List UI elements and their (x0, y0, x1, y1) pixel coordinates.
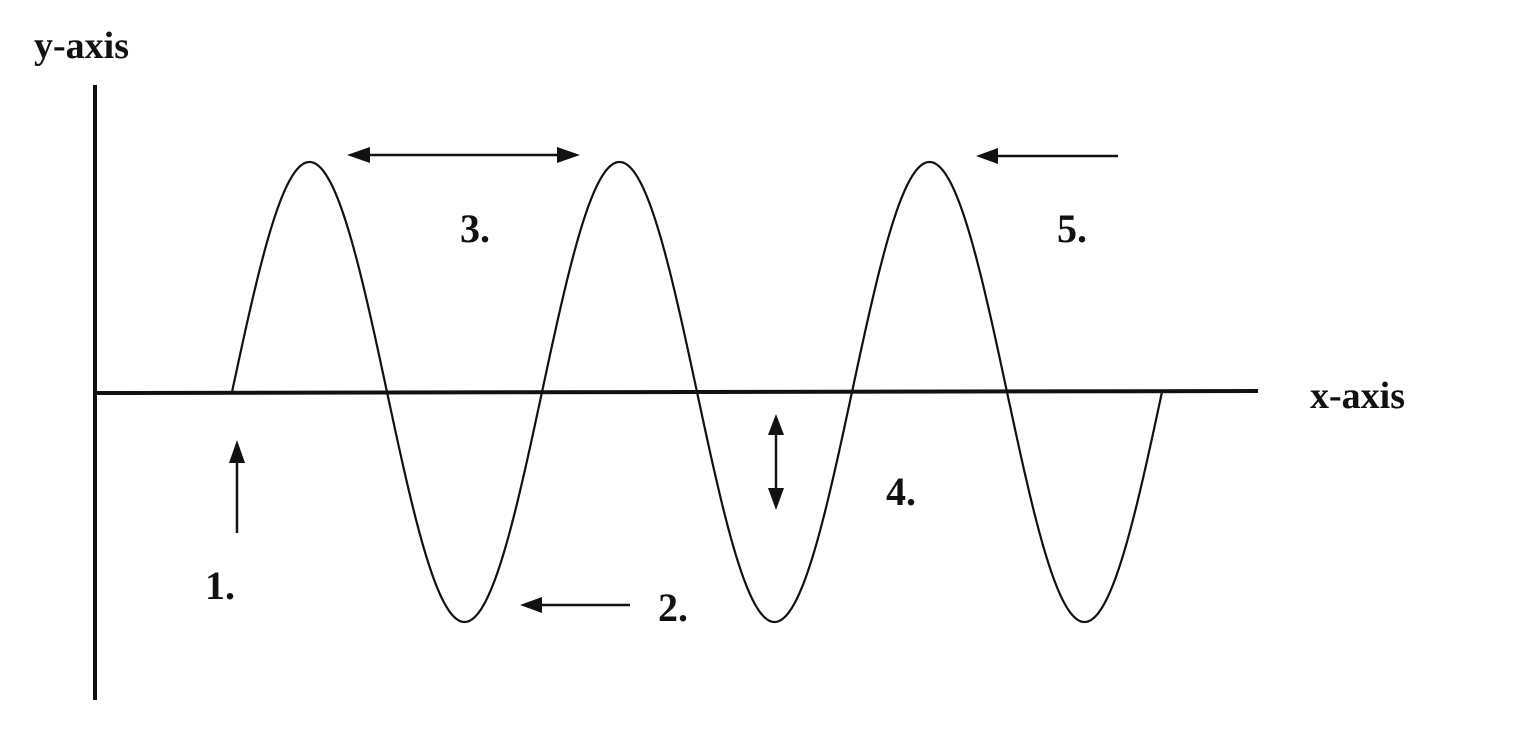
marker-3: 3. (460, 206, 490, 251)
arrow-2 (520, 597, 630, 613)
marker-4: 4. (886, 469, 916, 514)
marker-2: 2. (658, 585, 688, 630)
arrow-3 (347, 147, 580, 163)
arrow-5 (976, 148, 1118, 164)
sine-wave (230, 160, 1164, 624)
x-axis-label: x-axis (1310, 375, 1405, 417)
arrow-4 (768, 414, 784, 510)
y-axis-label: y-axis (34, 25, 129, 67)
marker-1: 1. (205, 563, 235, 608)
arrow-1 (229, 440, 245, 533)
marker-5: 5. (1057, 206, 1087, 251)
x-axis-line (94, 389, 1259, 395)
